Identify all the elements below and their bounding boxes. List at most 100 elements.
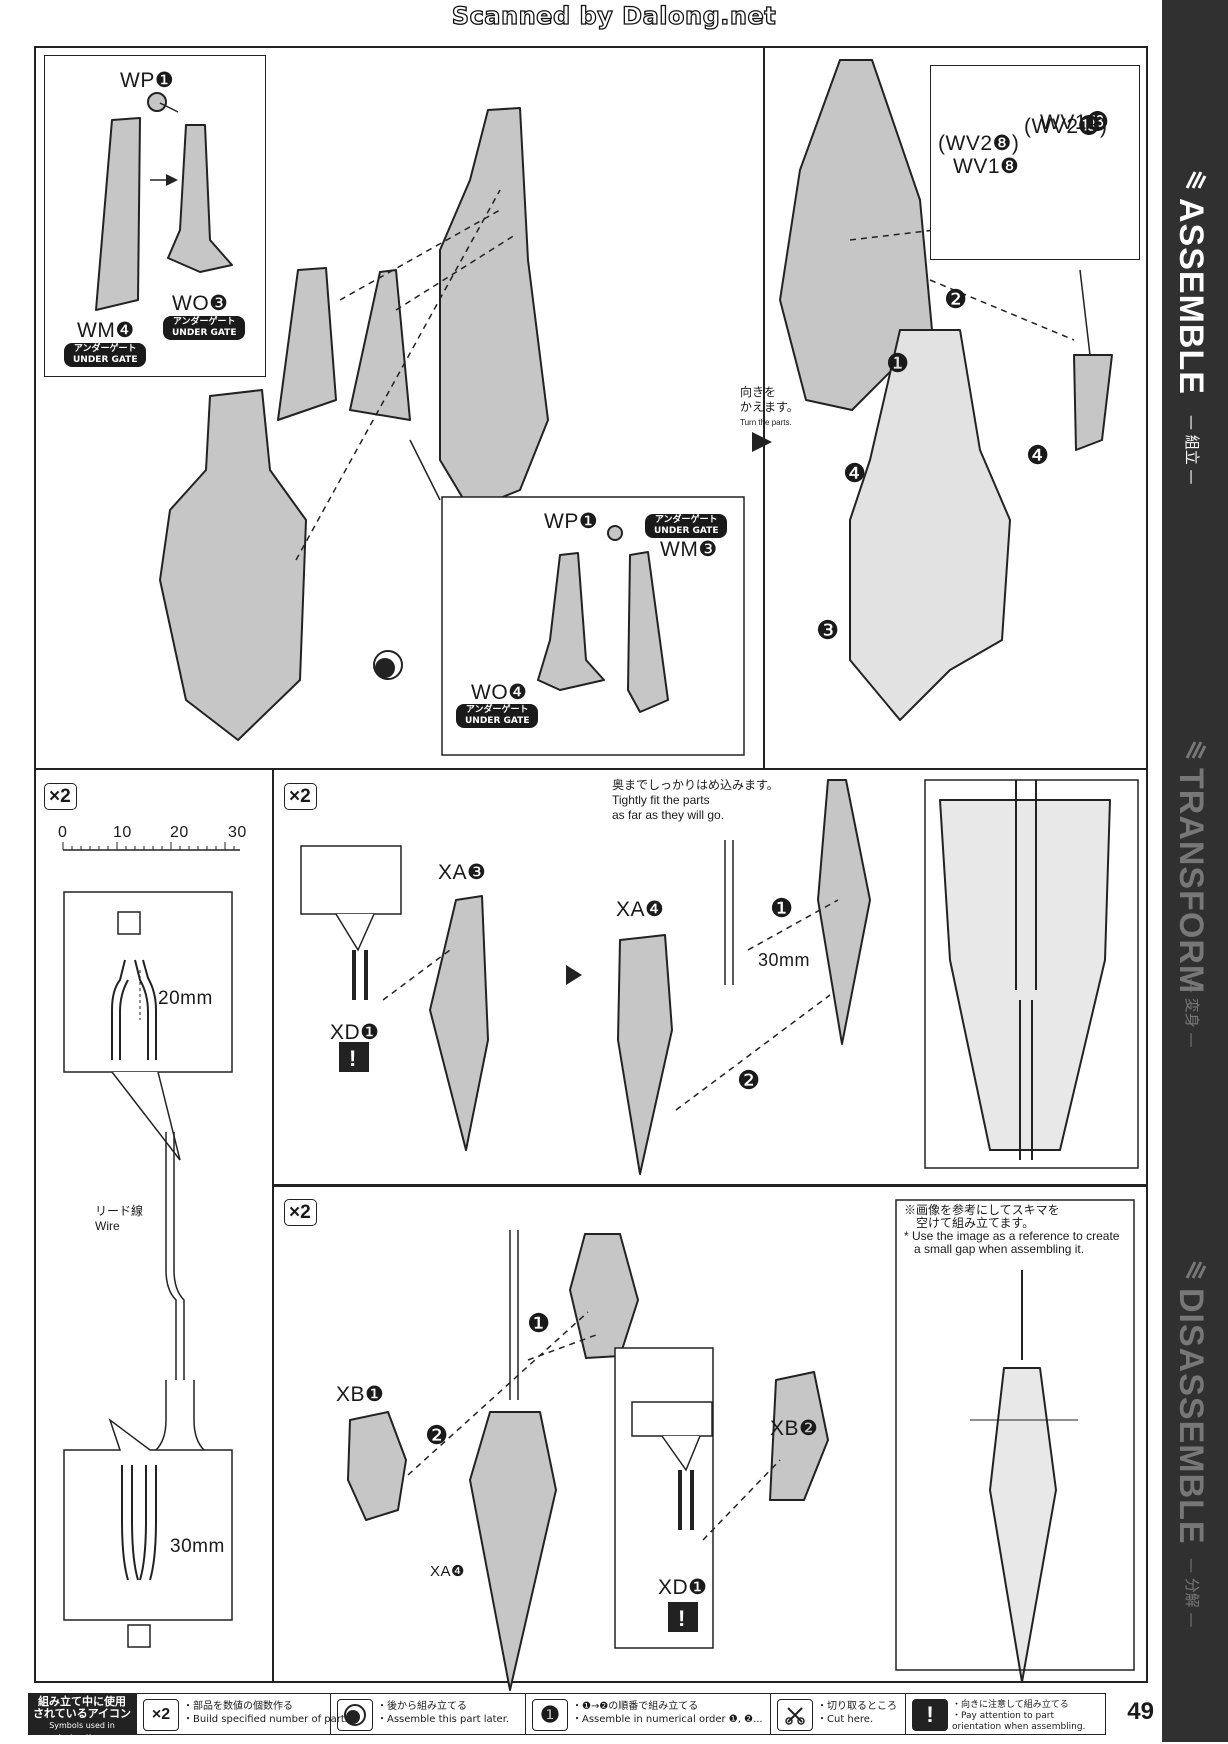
wire-cover-xa4 — [617, 934, 673, 1175]
wire-housing-assembled — [817, 779, 871, 1045]
gap-note: ※画像を参考にしてスキマを 空けて組み立てます。 * Use the image… — [904, 1204, 1119, 1256]
legend-text: ・❶→❷の順番で組み立てる・Assemble in numerical orde… — [572, 1700, 763, 1726]
wing-body-back — [849, 329, 1011, 721]
wire-length-30mm: 30mm — [758, 950, 811, 970]
step-number: ❶ — [527, 1308, 551, 1338]
top-diagram-art — [95, 46, 1113, 770]
part-label-wv2-13: (WV2⓭) — [1024, 115, 1108, 138]
wire-label-jp: リード線 — [95, 1204, 144, 1218]
part-label-wo3: WO❸ — [172, 292, 229, 315]
blade-xa4 — [469, 1411, 557, 1691]
turn-note-en: Turn the parts. — [740, 418, 792, 427]
peg-wp1 — [147, 92, 167, 112]
legend-en: ・Build specified number of parts. — [183, 1714, 354, 1725]
legend-en: ・Cut here. — [817, 1714, 874, 1725]
under-gate-en: UNDER GATE — [465, 716, 530, 726]
part-label-xb1: XB❶ — [336, 1383, 385, 1406]
part-label-wp1: WP❶ — [120, 69, 175, 92]
fit-note-jp: 奥までしっかりはめ込みます。 — [612, 778, 779, 792]
legend-en: ・Pay attention to part orientation when … — [952, 1711, 1086, 1732]
step-order-icon: ❶ — [532, 1699, 568, 1731]
part-label-xa3: XA❸ — [438, 861, 487, 884]
cut-here-icon — [777, 1699, 813, 1731]
multiplier-badge: ×2 — [44, 783, 77, 810]
step-number: ❶ — [770, 893, 794, 923]
step-number: ❸ — [816, 615, 840, 645]
turn-note: 向きを かえます。 Turn the parts. — [740, 385, 799, 430]
multiplier-badge: ×2 — [284, 1199, 317, 1226]
ruler-tick-30: 30 — [228, 824, 247, 841]
under-gate-jp: アンダーゲート — [465, 705, 529, 715]
legend-jp: ・部品を数値の個数作る — [183, 1701, 293, 1712]
legend-item-assemble-later: ・後から組み立てる・Assemble this part later. — [331, 1693, 526, 1735]
svg-text:!: ! — [349, 1046, 356, 1071]
fit-note-en1: Tightly fit the parts — [612, 793, 710, 807]
scan-banner-text: Scanned by Dalong.net — [451, 1, 777, 30]
part-label-wv1-13: WV1⓭ — [1040, 111, 1109, 134]
wire-housing-closeup — [939, 799, 1111, 1151]
turn-note-jp2: かえます。 — [740, 400, 799, 414]
step-number: ❷ — [944, 284, 968, 314]
legend-item-cut: ・切り取るところ・Cut here. — [771, 1693, 906, 1735]
cover-xb1 — [347, 1411, 407, 1521]
ruler-tick-10: 10 — [113, 824, 132, 841]
blade-half-upper — [569, 1233, 639, 1359]
wire-diagram-art — [62, 842, 240, 1648]
wing-assembled — [779, 59, 933, 411]
sidebar-jp-disassemble: — 分解 — — [1183, 1558, 1201, 1628]
legend-item-order: ❶ ・❶→❷の順番で組み立てる・Assemble in numerical or… — [526, 1693, 771, 1735]
part-label-wp1-b: WP❶ — [544, 510, 599, 533]
wire-length-30mm: 30mm — [170, 1536, 225, 1557]
under-gate-jp: アンダーゲート — [73, 344, 137, 354]
legend-title: 組み立て中に使用 されているアイコン Symbols used in instr… — [28, 1693, 136, 1742]
under-gate-jp: アンダーゲート — [654, 515, 718, 525]
ruler-tick-0: 0 — [58, 824, 68, 841]
fit-note: 奥までしっかりはめ込みます。 Tightly fit the parts as … — [612, 778, 779, 823]
icon-legend: 組み立て中に使用 されているアイコン Symbols used in instr… — [28, 1693, 1173, 1742]
under-gate-jp: アンダーゲート — [172, 317, 236, 327]
step-number: ❹ — [1026, 440, 1050, 470]
fit-note-en2: as far as they will go. — [612, 808, 725, 822]
wing-cover-large — [159, 389, 307, 741]
legend-item-orientation: ! ・向きに注意して組み立てる・Pay attention to part or… — [906, 1693, 1106, 1735]
assemble-later-icon — [337, 1699, 373, 1731]
part-label-wv2-8: (WV2❽) — [938, 132, 1020, 155]
part-label-wo4: WO❹ — [471, 681, 528, 704]
multiplier-icon: ×2 — [143, 1699, 179, 1731]
legend-text: ・後から組み立てる・Assemble this part later. — [377, 1700, 509, 1726]
legend-jp: ・切り取るところ — [817, 1701, 897, 1712]
turn-note-jp1: 向きを — [740, 385, 777, 399]
sidebar-item-transform: TRANSFORM — 変身 — — [1163, 720, 1227, 1140]
legend-text: ・向きに注意して組み立てる・Pay attention to part orie… — [952, 1700, 1102, 1733]
section-sidebar — [1162, 0, 1228, 1742]
inset-wv-parts — [930, 65, 1140, 260]
ruler-tick-20: 20 — [170, 824, 189, 841]
step-number: ❷ — [425, 1420, 449, 1450]
gap-note-jp1: ※画像を参考にしてスキマを — [904, 1203, 1060, 1217]
cut-here-icon — [127, 1624, 151, 1648]
slash-icon — [1185, 1261, 1207, 1279]
scan-banner: Scanned by Dalong.net — [0, 0, 1228, 32]
legend-text: ・切り取るところ・Cut here. — [817, 1700, 897, 1726]
page-number: 49 — [1127, 1698, 1154, 1725]
part-label-wv1-8: WV1❽ — [953, 155, 1020, 178]
step-number: ❶ — [886, 348, 910, 378]
sidebar-label-transform: TRANSFORM — [1172, 768, 1210, 995]
part-label-xd1: XD❶ — [330, 1021, 380, 1044]
cover-xb2 — [769, 1371, 829, 1501]
sidebar-jp-transform: — 変身 — — [1183, 978, 1201, 1048]
sidebar-item-assemble: ASSEMBLE — 組立 — — [1163, 150, 1227, 570]
mid-diagram-art: ! — [300, 779, 1139, 1175]
legend-en: ・Assemble this part later. — [377, 1714, 510, 1725]
sidebar-label-assemble: ASSEMBLE — [1172, 198, 1210, 395]
part-label-wm4: WM❹ — [77, 319, 135, 342]
part-label-xa4-small: XA❹ — [430, 1563, 465, 1580]
sidebar-item-disassemble: DISASSEMBLE — 分解 — — [1163, 1240, 1227, 1660]
sidebar-jp-assemble: — 組立 — — [1183, 415, 1201, 485]
legend-en: ・Assemble in numerical order ❶, ❷... — [572, 1714, 763, 1725]
step-number: ❹ — [843, 458, 867, 488]
slash-icon — [1185, 171, 1207, 189]
